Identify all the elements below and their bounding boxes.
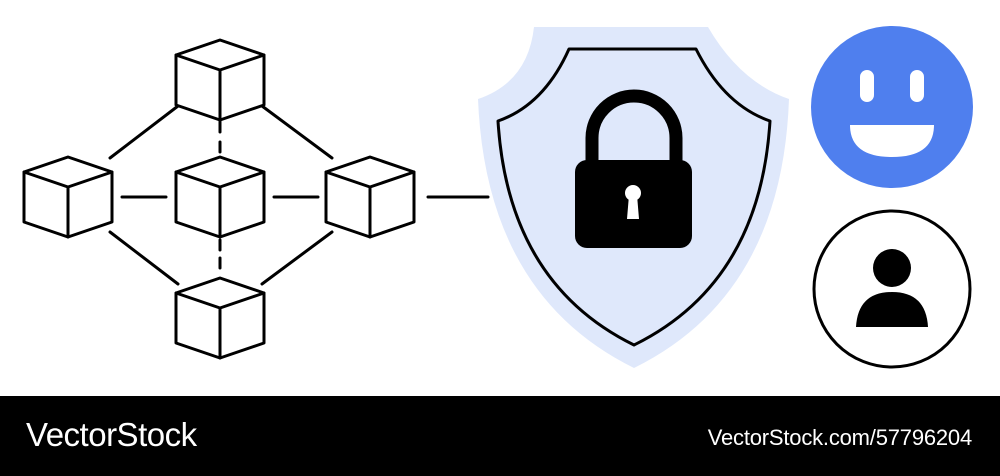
brand-name: VectorStock xyxy=(26,416,197,453)
cube-network-icon xyxy=(22,38,490,360)
image-id: VectorStock.com/57796204 xyxy=(707,425,972,450)
watermark-bar: VectorStock VectorStock.com/57796204 xyxy=(0,396,1000,476)
shield-lock-icon xyxy=(478,27,789,368)
user-profile-icon xyxy=(812,209,972,369)
smiley-face-icon xyxy=(811,26,973,188)
illustration-artwork xyxy=(22,26,973,369)
